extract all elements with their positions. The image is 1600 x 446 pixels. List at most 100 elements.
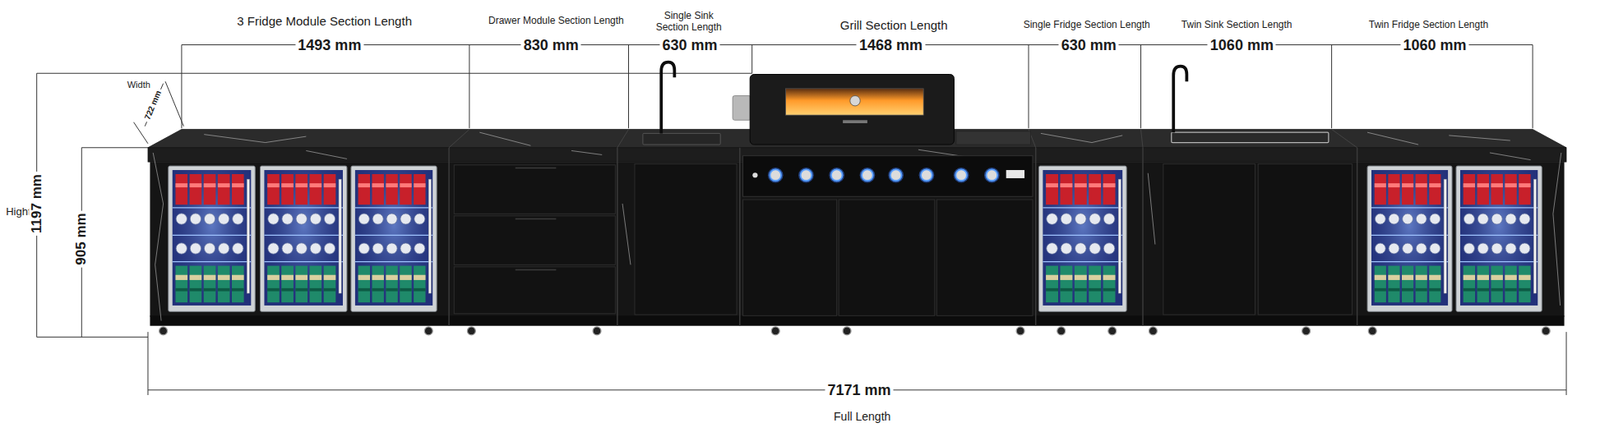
can-stripe [1387, 288, 1400, 292]
extension-line [81, 147, 148, 148]
marble-vein [1553, 152, 1562, 306]
can-stripe [1463, 288, 1476, 292]
can-stripe [231, 275, 245, 281]
control-knob [769, 169, 782, 181]
can-stripe [1518, 288, 1531, 292]
extension-line [751, 45, 753, 74]
can [231, 174, 245, 205]
can-top [372, 243, 384, 255]
can-top [372, 213, 384, 225]
module-joint [1331, 129, 1358, 148]
can [1518, 266, 1531, 304]
can-top [1519, 213, 1531, 225]
can [1428, 174, 1441, 205]
can-stripe [281, 275, 294, 281]
module-joint [1035, 147, 1036, 327]
control-knob [861, 169, 874, 181]
can-stripe [203, 183, 217, 188]
can-top [175, 243, 187, 255]
can [323, 266, 337, 304]
can-stripe [1401, 183, 1414, 188]
can-stripe [323, 275, 337, 281]
can-stripe [309, 275, 323, 281]
can-stripe [231, 183, 245, 188]
can-top [282, 213, 293, 225]
can-top [1046, 213, 1059, 226]
dimension-value: 7171 mm [824, 381, 893, 399]
can-stripe [295, 183, 308, 188]
shelf [172, 235, 252, 236]
control-knob [955, 169, 967, 181]
thermometer [850, 96, 861, 107]
dimension-value: 630 mm [659, 36, 720, 54]
knob-glow [828, 167, 845, 184]
marble-vein [203, 134, 306, 144]
fridge-frame [351, 166, 437, 312]
can-top [1060, 243, 1073, 255]
shelf [355, 235, 433, 236]
can-top [189, 213, 201, 225]
shelf [263, 235, 343, 236]
can-stripe [189, 288, 203, 292]
knob-glow [919, 167, 935, 184]
can-stripe [189, 183, 203, 188]
can-stripe [1074, 275, 1087, 281]
can-stripe [1401, 275, 1414, 281]
cabinet-door [838, 199, 935, 316]
can-stripe [1045, 183, 1059, 188]
knob-glow [887, 167, 904, 184]
can-stripe [267, 275, 280, 281]
can-stripe [1428, 275, 1441, 281]
shelf [355, 261, 433, 263]
knob-glow [798, 167, 814, 184]
can-stripe [281, 183, 294, 188]
can-top [414, 213, 426, 225]
can-stripe [175, 288, 188, 292]
can-stripe [1504, 183, 1517, 188]
shelf [1460, 207, 1538, 209]
can-stripe [1415, 275, 1428, 281]
can [267, 174, 280, 205]
can [309, 174, 323, 205]
marble-vein [1040, 133, 1123, 143]
shelf [172, 207, 252, 209]
dimension-value: 630 mm [1058, 36, 1120, 54]
control-knob [800, 169, 813, 181]
can-stripe [371, 288, 384, 292]
caster-wheel [1302, 327, 1311, 336]
can-top [1374, 243, 1386, 255]
module-joint [617, 129, 629, 148]
shelf [1371, 261, 1448, 263]
extension-line [1028, 45, 1030, 130]
can [231, 266, 245, 304]
marble-vein [571, 150, 602, 155]
can-top [232, 243, 244, 255]
can-top [414, 243, 426, 255]
can-stripe [281, 288, 294, 292]
fridge-frame [1038, 166, 1127, 312]
fridge-light [1460, 170, 1538, 306]
can-stripe [1463, 275, 1476, 281]
fridge-frame [1456, 166, 1542, 312]
caster-wheel [771, 327, 780, 336]
fridge-light [1042, 170, 1123, 306]
can-stripe [231, 288, 245, 292]
can-stripe [1428, 288, 1441, 292]
can-stripe [413, 275, 426, 281]
can [1415, 174, 1428, 205]
shelf [172, 261, 252, 263]
extension-line [36, 337, 148, 338]
can-top [1477, 243, 1489, 255]
shelf [1371, 207, 1448, 209]
extension-line [147, 332, 148, 396]
cabinet-door [936, 199, 1033, 316]
plinth [149, 315, 1564, 326]
can [309, 266, 323, 304]
rotisserie-motor [732, 96, 751, 121]
can-top [1089, 213, 1101, 226]
knob-glow [767, 167, 784, 184]
knob-glow [860, 167, 876, 184]
can-stripe [358, 275, 370, 281]
